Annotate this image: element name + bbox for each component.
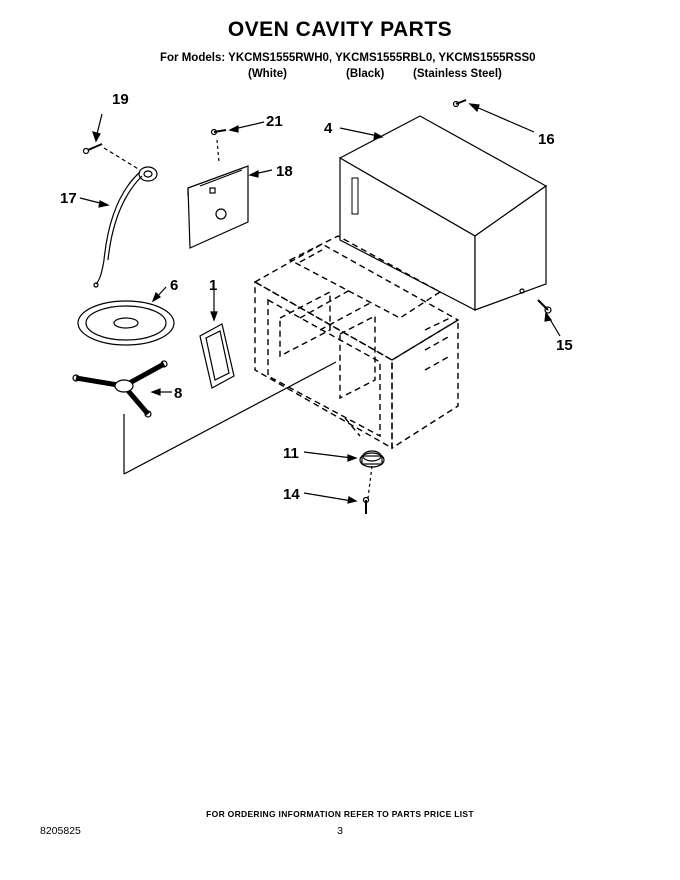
callout-18: 18 (276, 163, 293, 180)
callout-15: 15 (556, 337, 573, 354)
variant-black: (Black) (346, 68, 385, 80)
bracket-18 (187, 165, 249, 249)
callout-21: 21 (266, 113, 283, 130)
callout-14: 14 (283, 486, 300, 503)
callout-19: 19 (112, 91, 129, 108)
screw-19 (82, 143, 103, 155)
roller-support-8 (72, 360, 168, 418)
callout-1: 1 (209, 277, 217, 294)
variant-stainless: (Stainless Steel) (413, 68, 502, 80)
document-number: 8205825 (40, 825, 81, 837)
screw-15 (537, 299, 552, 314)
callout-6: 6 (170, 277, 178, 294)
variant-white: (White) (248, 68, 287, 80)
models-line: For Models: YKCMS1555RWH0, YKCMS1555RBL0… (160, 52, 536, 64)
oven-cavity (253, 235, 460, 450)
callout-4: 4 (324, 120, 333, 137)
screw-21 (210, 128, 227, 163)
page-title: OVEN CAVITY PARTS (227, 18, 453, 41)
screw-14 (362, 496, 370, 514)
callout-11: 11 (283, 445, 299, 462)
outer-wrapper-part (338, 115, 548, 311)
turntable-tray-6 (77, 300, 175, 346)
screw-16 (452, 99, 467, 108)
callout-16: 16 (538, 131, 555, 148)
ordering-note: FOR ORDERING INFORMATION REFER TO PARTS … (206, 809, 474, 819)
callout-8: 8 (174, 385, 182, 402)
page-number: 3 (337, 825, 343, 837)
turntable-motor-11 (359, 450, 385, 468)
lamp-socket-17 (93, 166, 158, 288)
coupler-1 (199, 323, 235, 389)
callout-17: 17 (60, 190, 77, 207)
